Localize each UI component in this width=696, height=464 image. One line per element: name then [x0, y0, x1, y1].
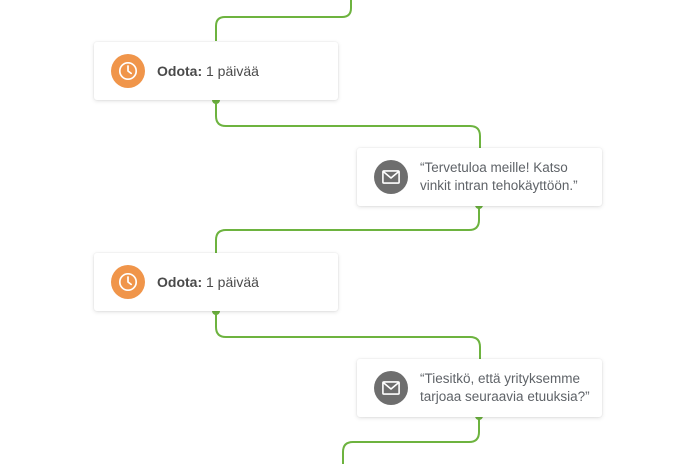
message-step-card[interactable]: “Tervetuloa meille! Katso vinkit intran … [357, 148, 602, 206]
wait-step-label: Odota: [157, 274, 203, 290]
wait-step-text: Odota: 1 päivää [157, 274, 259, 290]
connector-line [215, 311, 481, 359]
message-step-card[interactable]: “Tiesitkö, että yrityksemme tarjoaa seur… [357, 359, 602, 417]
envelope-icon [374, 371, 408, 405]
wait-step-value: 1 päivää [206, 274, 259, 290]
connector-line [342, 416, 480, 464]
connector-line [215, 0, 352, 41]
connector-line [215, 100, 481, 148]
connector-line [215, 205, 480, 253]
message-step-text: “Tiesitkö, että yrityksemme tarjoaa seur… [420, 371, 590, 404]
wait-step-label: Odota: [157, 63, 203, 79]
wait-step-text: Odota: 1 päivää [157, 63, 259, 79]
message-step-text: “Tervetuloa meille! Katso vinkit intran … [420, 160, 578, 193]
wait-step-value: 1 päivää [206, 63, 259, 79]
wait-step-card[interactable]: Odota: 1 päivää [94, 42, 338, 100]
envelope-icon [374, 160, 408, 194]
clock-icon [111, 265, 145, 299]
wait-step-card[interactable]: Odota: 1 päivää [94, 253, 338, 311]
clock-icon [111, 54, 145, 88]
